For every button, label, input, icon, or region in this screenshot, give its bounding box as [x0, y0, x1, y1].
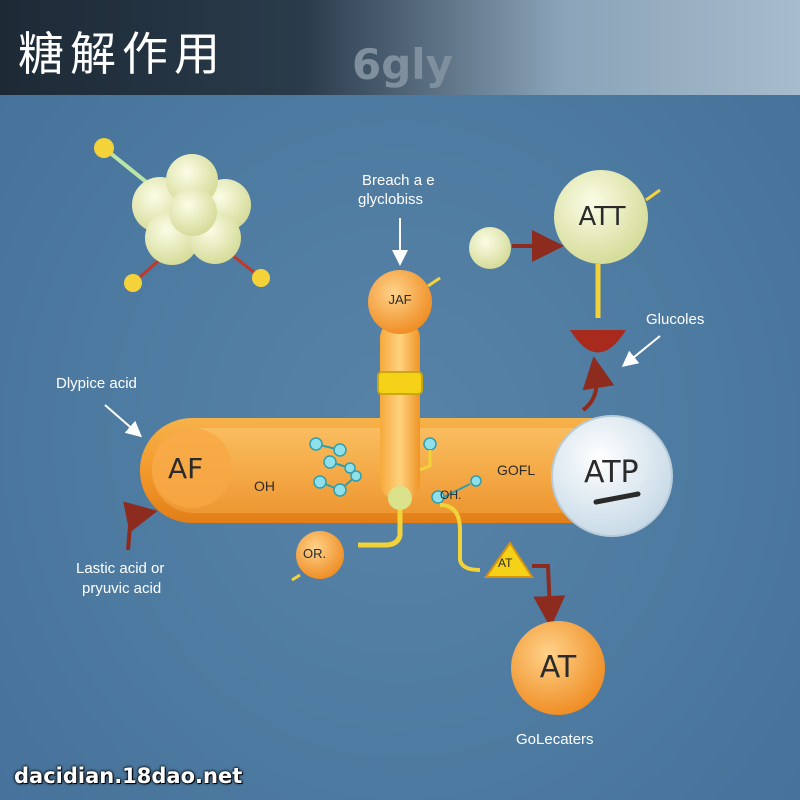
atp-label: ATP [584, 455, 639, 490]
af-label: AF [168, 452, 204, 485]
page-title: 糖解作用 [18, 27, 226, 81]
lastic-label-line2: pryuvic acid [82, 580, 162, 597]
oh-small-label: OH. [440, 488, 462, 502]
small-molecules-icon [309, 437, 482, 572]
jaf-label: JAF [388, 292, 412, 307]
at-circle-label: AT [539, 650, 577, 685]
lastic-label-line1: Lastic acid or [76, 560, 165, 577]
att-node [469, 170, 661, 412]
gofl-label: GOFL [497, 462, 536, 478]
page-subtitle: 6gly [352, 40, 454, 89]
at-triangle-label: AT [498, 556, 513, 570]
breach-label-line2: glyclobiss [358, 191, 424, 208]
glucoles-label: Glucoles [646, 311, 705, 328]
at-triangle [484, 541, 566, 628]
breach-label-line1: Breach a e [362, 172, 435, 189]
header-banner: 糖解作用 6gly [0, 0, 800, 95]
att-label: ATT [578, 202, 626, 232]
or-node [291, 531, 344, 582]
watermark: dacidian.18dao.net [14, 764, 243, 788]
arrows [104, 218, 661, 551]
glucose-cluster-icon [94, 138, 270, 292]
jaf-pipe [358, 270, 441, 548]
golecaters-label: GoLecaters [516, 731, 594, 748]
or-label: OR. [303, 546, 327, 561]
at-circle [511, 621, 605, 715]
oh-label: OH [254, 478, 275, 494]
dlypice-label: Dlypice acid [56, 375, 137, 392]
atp-bubble [551, 415, 673, 537]
